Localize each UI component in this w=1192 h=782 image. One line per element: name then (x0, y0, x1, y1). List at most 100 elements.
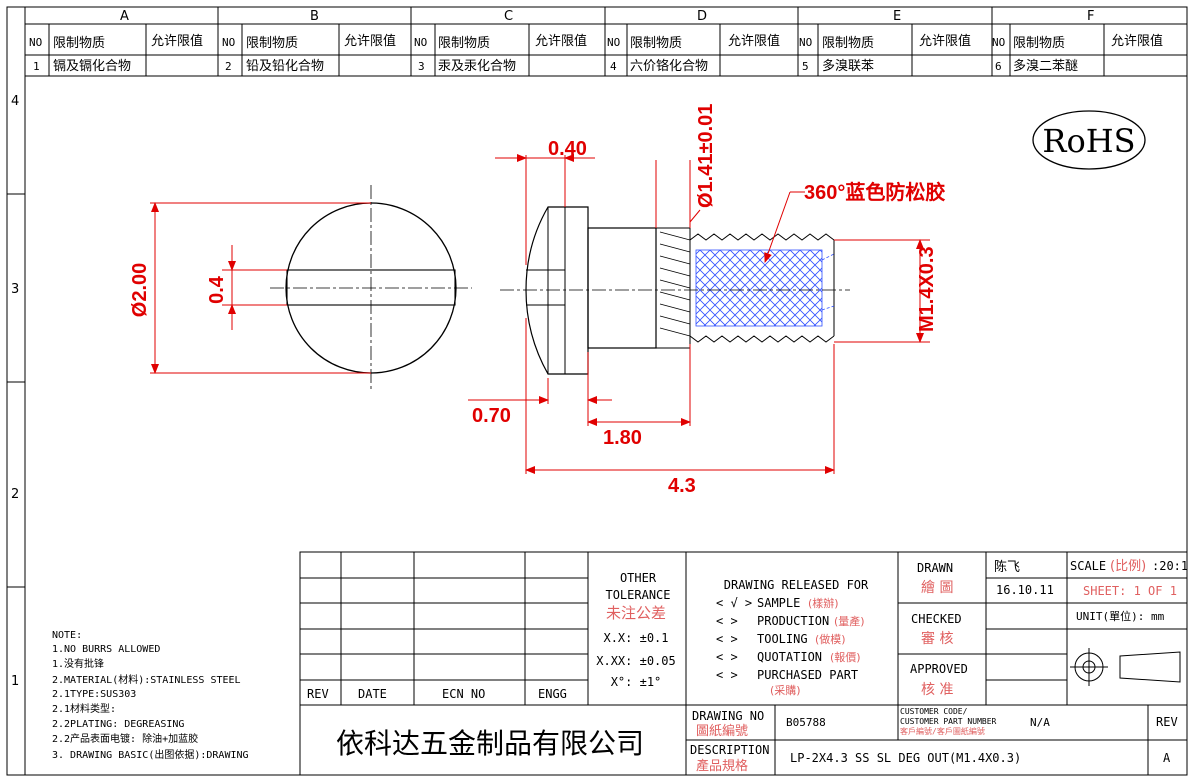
description-label: DESCRIPTION (690, 743, 769, 757)
tolerance-title: OTHER (620, 571, 657, 585)
hdr-limit: 允许限值 (919, 33, 971, 49)
row-label: 4 (11, 94, 19, 109)
hdr-substance: 限制物质 (822, 36, 874, 51)
svg-text:RoHS: RoHS (1042, 122, 1135, 160)
dim-slot-width: 0.4 (206, 275, 228, 304)
customer-label: CUSTOMER PART NUMBER (900, 717, 997, 726)
customer-label-cn: 客戶編號/客戶圖紙編號 (900, 726, 985, 736)
release-en: TOOLING (757, 632, 808, 646)
dim-shoulder-diameter: Ø1.41±0.01 (695, 104, 717, 208)
hdr-limit: 允许限值 (535, 33, 587, 49)
notes: NOTE: 1.NO BURRS ALLOWED 1.没有批锋 2.MATERI… (52, 630, 249, 761)
release-mark: < > (716, 668, 738, 682)
release-title: DRAWING RELEASED FOR (724, 578, 869, 592)
date-header: DATE (358, 687, 387, 701)
end-view: Ø2.00 0.4 (129, 185, 472, 390)
release-cn: (量產) (834, 614, 865, 628)
item-name: 镉及镉化合物 (53, 58, 131, 74)
scale-value: :20:1 (1152, 559, 1188, 573)
column-labels: A B C D E F 4 3 2 1 (11, 9, 1094, 689)
rev-label: REV (1156, 715, 1178, 729)
dim-head-diameter: Ø2.00 (129, 263, 151, 317)
note-line: 2.2产品表面电镀: 除油+加蓝胶 (52, 732, 198, 745)
item-no: 4 (610, 60, 617, 73)
hdr-limit: 允许限值 (151, 33, 203, 49)
dim-thread: M1.4X0.3 (916, 246, 938, 332)
dim-total-length: 4.3 (668, 475, 696, 497)
hdr-limit: 允许限值 (1111, 33, 1163, 49)
dim-slot-depth: 0.40 (548, 138, 587, 160)
drawn-date: 16.10.11 (996, 583, 1054, 597)
hdr-no: NO (799, 36, 812, 49)
col-label: E (893, 9, 901, 24)
tolerance-title: TOLERANCE (605, 588, 670, 602)
description-cn: 產品規格 (696, 758, 748, 774)
rev-header: REV (307, 687, 329, 701)
approved-label: APPROVED (910, 662, 968, 676)
note-line: 2.1TYPE:SUS303 (52, 689, 136, 700)
drawing-no-cn: 圖紙編號 (696, 723, 748, 739)
tolerance-xxx: X.XX: ±0.05 (596, 654, 675, 668)
title-block: REV DATE ECN NO ENGG OTHER TOLERANCE 未注公… (299, 551, 1188, 776)
hdr-substance: 限制物质 (53, 36, 105, 51)
release-mark: < √ > (716, 596, 752, 610)
approved-cn: 核 准 (921, 682, 953, 698)
hdr-no: NO (992, 36, 1005, 49)
item-no: 6 (995, 60, 1002, 73)
scale-label-cn: (比例) (1110, 559, 1146, 574)
item-name: 铅及铅化合物 (246, 59, 324, 74)
note-line: 1.没有批锋 (52, 657, 104, 670)
hdr-no: NO (222, 36, 235, 49)
hdr-substance: 限制物质 (246, 36, 298, 51)
col-label: C (504, 9, 513, 24)
sheet-info: SHEET: 1 OF 1 (1083, 584, 1177, 598)
release-en: PRODUCTION (757, 614, 829, 628)
row-label: 1 (11, 674, 19, 689)
checked-cn: 審 核 (921, 631, 953, 647)
checked-label: CHECKED (911, 612, 962, 626)
rev-value: A (1163, 751, 1171, 765)
item-name: 多溴联苯 (822, 58, 874, 74)
side-view: 0.40 0.70 1.80 4.3 Ø1.41±0.01 M1.4X0.3 3… (468, 104, 945, 497)
hdr-substance: 限制物质 (1013, 36, 1065, 51)
company-name: 依科达五金制品有限公司 (336, 727, 644, 760)
projection-symbol-icon (1070, 648, 1181, 686)
ecn-header: ECN NO (442, 687, 485, 701)
drawing-no-label: DRAWING NO (692, 709, 764, 723)
item-no: 5 (802, 60, 809, 73)
note-line: 1.NO BURRS ALLOWED (52, 644, 160, 655)
release-options: < √ > SAMPLE (樣辦) < > PRODUCTION (量產) < … (716, 596, 865, 697)
rohs-logo: RoHS (1032, 110, 1146, 170)
coating-note: 360°蓝色防松胶 (804, 180, 945, 204)
drawn-by: 陈飞 (994, 559, 1020, 575)
customer-value: N/A (1030, 716, 1050, 729)
note-line: 2.2PLATING: DEGREASING (52, 719, 184, 730)
note-line: 2.1材料类型: (52, 702, 116, 715)
col-label: B (310, 9, 319, 24)
item-no: 2 (225, 60, 232, 73)
item-no: 1 (33, 60, 40, 73)
release-mark: < > (716, 650, 738, 664)
release-en: SAMPLE (757, 596, 800, 610)
tolerance-cn: 未注公差 (606, 604, 666, 622)
drawn-cn: 繪 圖 (921, 579, 953, 596)
hdr-no: NO (29, 36, 42, 49)
item-name: 六价铬化合物 (630, 58, 708, 74)
item-no: 3 (418, 60, 425, 73)
restricted-substance-table: NO 限制物质 允许限值 NO 限制物质 允许限值 NO 限制物质 允许限值 N… (25, 24, 1187, 77)
col-label: D (697, 9, 707, 24)
col-label: A (120, 9, 129, 24)
release-cn: (報價) (830, 650, 861, 664)
release-cn: (樣辦) (808, 596, 839, 610)
col-label: F (1087, 9, 1094, 24)
release-mark: < > (716, 632, 738, 646)
hdr-no: NO (414, 36, 427, 49)
engg-header: ENGG (538, 687, 567, 701)
dim-shoulder-length: 1.80 (603, 427, 642, 449)
scale-label: SCALE (1070, 559, 1106, 573)
hdr-no: NO (607, 36, 620, 49)
tolerance-xx: X.X: ±0.1 (603, 631, 668, 645)
dim-head-height: 0.70 (472, 405, 511, 427)
row-label: 2 (11, 487, 19, 502)
item-name: 多溴二苯醚 (1013, 58, 1078, 74)
